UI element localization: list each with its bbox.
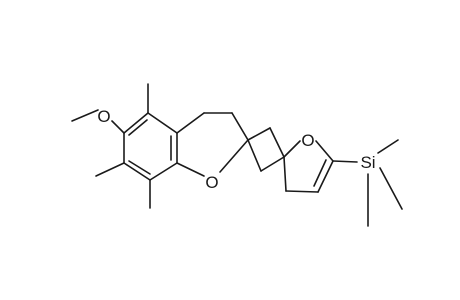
double-bond xyxy=(313,159,327,187)
furan-ring xyxy=(283,140,334,193)
pyran-oxygen-label: O xyxy=(205,173,218,192)
bond xyxy=(149,162,178,181)
methyl-bond xyxy=(95,162,125,177)
methoxy-methyl-bond xyxy=(71,109,99,122)
bond xyxy=(283,140,301,158)
bond xyxy=(147,112,178,134)
bond xyxy=(231,112,249,141)
cyclobutane-ring xyxy=(247,127,285,172)
atom-labels: O O O Si xyxy=(97,107,375,192)
bond xyxy=(317,160,334,193)
trimethylsilyl-group xyxy=(332,139,403,227)
bond xyxy=(269,127,285,158)
bond xyxy=(176,162,205,177)
bond xyxy=(176,112,205,134)
methoxy-bond xyxy=(111,120,125,134)
methyl-bond xyxy=(377,139,399,154)
silicon-label: Si xyxy=(360,153,375,172)
benzene-ring xyxy=(123,112,178,181)
bond xyxy=(219,139,249,173)
bond xyxy=(332,160,358,163)
bond xyxy=(315,140,334,162)
bond xyxy=(123,112,149,134)
substituents xyxy=(71,83,151,209)
double-bond xyxy=(128,119,148,136)
furan-oxygen-label: O xyxy=(301,131,314,150)
bond xyxy=(283,156,287,192)
pyran-ring xyxy=(176,112,249,177)
bond xyxy=(247,139,262,172)
methyl-bond xyxy=(379,167,403,210)
double-bond xyxy=(128,160,151,175)
bond xyxy=(123,162,151,181)
bond xyxy=(247,127,271,141)
bond xyxy=(285,190,319,193)
bond xyxy=(260,156,285,172)
methoxy-oxygen-label: O xyxy=(97,107,110,126)
